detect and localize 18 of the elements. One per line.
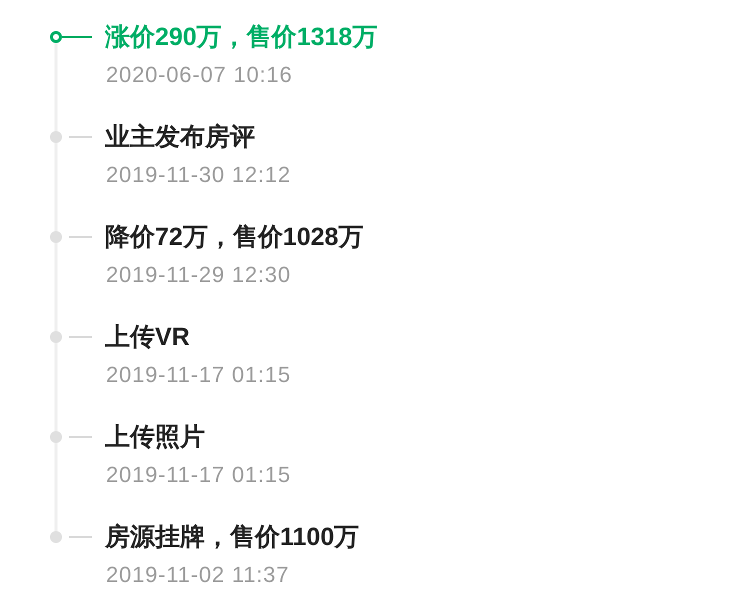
event-title: 上传照片: [105, 422, 205, 452]
event-timestamp: 2019-11-29 12:30: [106, 262, 291, 288]
event-title: 业主发布房评: [105, 122, 255, 152]
event-timestamp: 2019-11-17 01:15: [106, 362, 291, 388]
timeline-ring: [50, 31, 62, 43]
event-timestamp: 2019-11-02 11:37: [106, 562, 290, 588]
event-timestamp: 2019-11-17 01:15: [106, 462, 291, 488]
timeline-dot: [50, 431, 62, 443]
timeline-dot: [50, 131, 62, 143]
event-timestamp: 2019-11-30 12:12: [106, 162, 291, 188]
timeline-dot: [50, 231, 62, 243]
event-title: 房源挂牌，售价1100万: [105, 522, 360, 552]
event-title: 上传VR: [105, 322, 190, 352]
event-title: 降价72万，售价1028万: [105, 222, 364, 252]
event-timestamp: 2020-06-07 10:16: [106, 62, 293, 88]
event-title: 涨价290万，售价1318万: [105, 22, 378, 52]
timeline-dot: [50, 331, 62, 343]
timeline-dot: [50, 531, 62, 543]
